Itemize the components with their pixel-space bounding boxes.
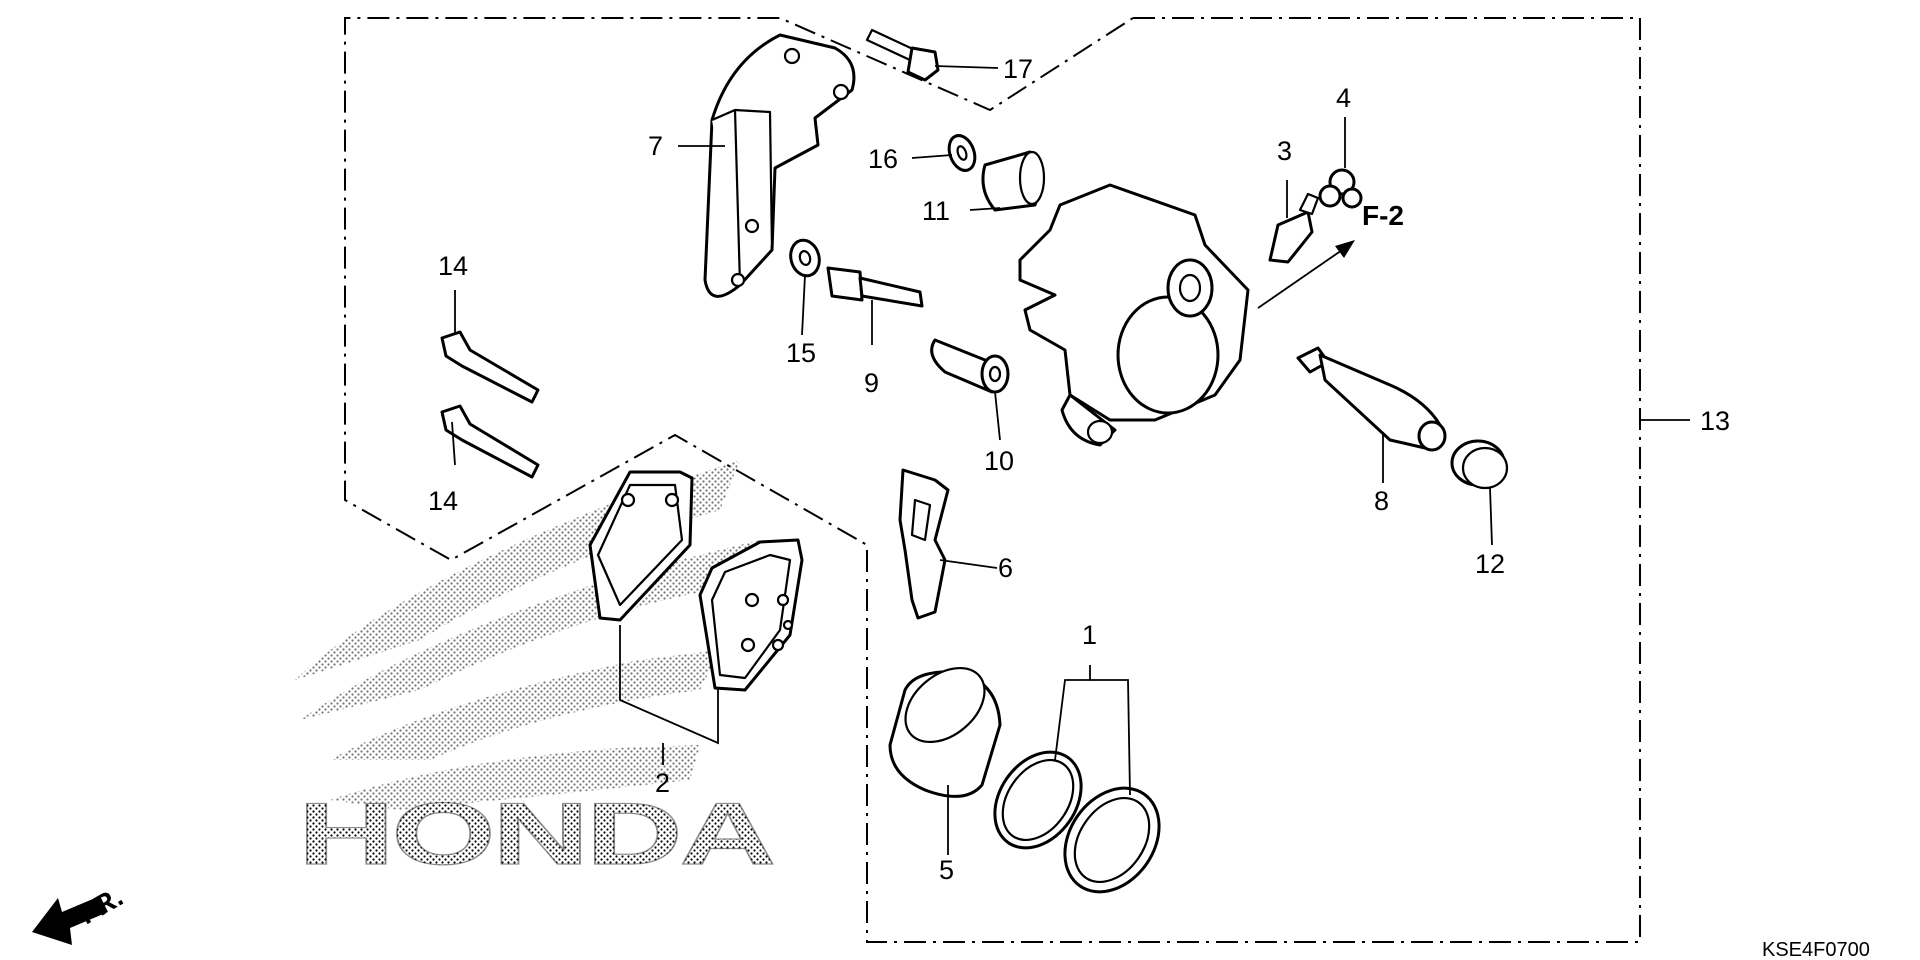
callout-numbers: 1 2 3 4 5 6 7 8 9 10 11 12 13 14 14 15 1… [428,54,1730,885]
callout-10: 10 [984,446,1014,476]
part-3-bleeder-valve [1268,192,1320,264]
callout-4: 4 [1336,83,1351,113]
callout-2: 2 [655,768,670,798]
callout-14-upper: 14 [438,251,468,281]
part-7-caliper-bracket [703,33,856,298]
callout-9: 9 [864,368,879,398]
part-5-piston [888,666,1002,798]
callout-leaders [451,65,1690,855]
part-12-cap [1450,439,1509,490]
callout-5: 5 [939,855,954,885]
part-11-boot [981,150,1046,212]
reference-arrow-f2 [1257,240,1355,309]
reference-label-f2: F-2 [1362,200,1404,231]
callout-13: 13 [1700,406,1730,436]
callout-1: 1 [1082,620,1097,650]
part-14-pins [440,330,540,479]
part-8-slide-pin [1296,346,1447,452]
callout-3: 3 [1277,136,1292,166]
callout-11: 11 [922,196,950,226]
callout-12: 12 [1475,549,1505,579]
callout-7: 7 [648,131,663,161]
callout-8: 8 [1374,486,1389,516]
callout-16: 16 [868,144,898,174]
part-15-washer [789,238,821,278]
callout-17: 17 [1003,54,1033,84]
callout-15: 15 [786,338,816,368]
part-17-bolt [865,28,940,82]
part-10-boot [930,338,1010,394]
part-2-brake-pads [588,470,804,692]
part-6-pad-spring [898,468,950,620]
caliper-body [1018,183,1250,447]
part-4-bleeder-cap [1318,168,1363,209]
front-direction-arrow [32,896,108,945]
callout-6: 6 [998,553,1013,583]
caliper-assembly-boundary [344,17,1641,943]
honda-watermark-text: HONDA [298,784,774,883]
part-9-pin-bolt [826,266,924,308]
diagram-code: KSE4F0700 [1762,939,1870,960]
part-16-washer [947,134,977,172]
callout-14-lower: 14 [428,486,458,516]
part-1-piston-seals [993,750,1161,894]
